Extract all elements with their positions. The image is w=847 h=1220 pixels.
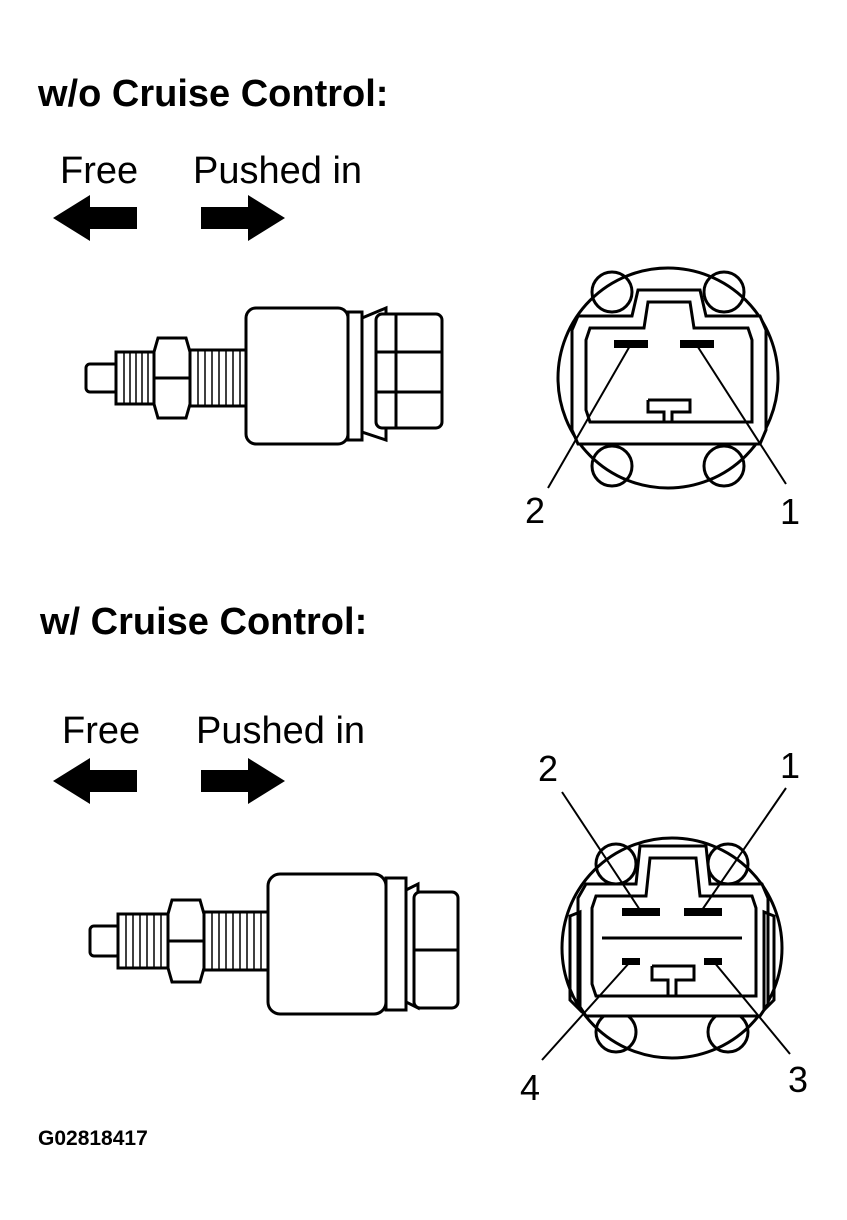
pin-3-leader xyxy=(713,961,791,1055)
pin-2-label: 2 xyxy=(525,490,545,531)
section-heading: w/ Cruise Control: xyxy=(39,601,367,643)
pushed-in-label: Pushed in xyxy=(196,710,365,752)
pin-1-leader xyxy=(695,343,787,485)
pushed-arrow-icon xyxy=(201,195,285,241)
pin-1-label: 1 xyxy=(780,745,800,786)
section-without-cruise: w/o Cruise Control: Free Pushed in xyxy=(37,73,800,532)
pin-1-label: 1 xyxy=(780,491,800,532)
pin-2-leader xyxy=(561,791,641,911)
pin-4-leader xyxy=(541,961,631,1061)
section-with-cruise: w/ Cruise Control: Free Pushed in xyxy=(39,601,808,1108)
section-heading: w/o Cruise Control: xyxy=(37,73,388,115)
connector-4pin-end-view xyxy=(560,836,784,1060)
pin-1-leader xyxy=(701,787,787,911)
free-arrow-icon xyxy=(53,195,137,241)
pushed-in-label: Pushed in xyxy=(193,150,362,192)
free-label: Free xyxy=(62,710,140,752)
stop-light-switch-side-view xyxy=(84,305,444,446)
stop-light-switch-side-view xyxy=(88,872,460,1016)
pin-2-leader xyxy=(547,343,632,489)
connector-2pin-end-view xyxy=(556,266,780,490)
figure-id: G02818417 xyxy=(38,1127,148,1150)
pin-2-label: 2 xyxy=(538,748,558,789)
pushed-arrow-icon xyxy=(201,758,285,804)
free-label: Free xyxy=(60,150,138,192)
pin-3-label: 3 xyxy=(788,1059,808,1100)
free-arrow-icon xyxy=(53,758,137,804)
pin-4-label: 4 xyxy=(520,1067,540,1108)
